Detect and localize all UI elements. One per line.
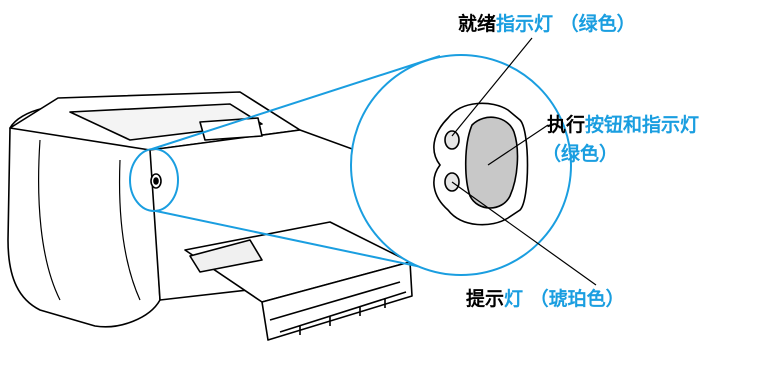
callout-line-top bbox=[151, 55, 441, 150]
label-attention-light: 提示灯 （琥珀色） bbox=[466, 288, 625, 310]
label-attention-prefix: 提示 bbox=[466, 288, 505, 310]
label-go-line2: （绿色） bbox=[542, 143, 619, 165]
leader-attention bbox=[451, 181, 597, 286]
leader-go bbox=[487, 124, 549, 166]
leader-ready bbox=[451, 37, 533, 137]
leader-lines bbox=[451, 37, 597, 286]
callout-line-bottom bbox=[155, 210, 446, 273]
label-ready-suffix: 指示灯 （绿色） bbox=[496, 13, 636, 35]
top-recess bbox=[69, 103, 263, 141]
paper-guide bbox=[189, 239, 263, 273]
label-go-button: 执行按钮和指示灯 bbox=[547, 114, 699, 136]
label-attention-suffix: 灯 （琥珀色） bbox=[504, 288, 625, 310]
ready-light bbox=[444, 130, 460, 150]
printer-illustration bbox=[7, 91, 413, 341]
magnified-control-panel bbox=[433, 102, 529, 226]
output-slot bbox=[199, 117, 263, 141]
label-ready-prefix: 就绪 bbox=[458, 13, 497, 35]
label-go-suffix: 按钮和指示灯 bbox=[585, 114, 700, 136]
label-ready-light: 就绪指示灯 （绿色） bbox=[458, 13, 636, 35]
label-go-prefix: 执行 bbox=[547, 114, 586, 136]
tray-ridges bbox=[269, 281, 407, 335]
